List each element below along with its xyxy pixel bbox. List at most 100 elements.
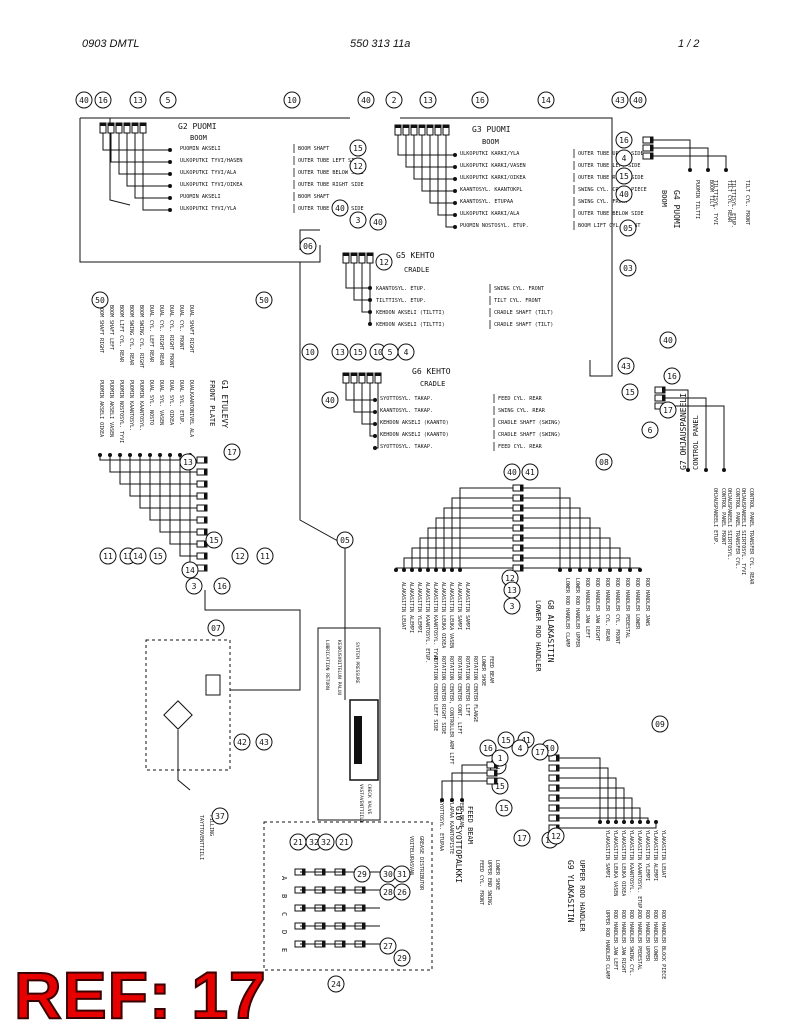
- g4-balloon: [615, 131, 633, 149]
- center-note: VASTAVENTTIILI: [358, 784, 364, 823]
- g8-part-fi: ALAKASITIN ALEMPI: [408, 582, 414, 633]
- nipple-cap: [100, 123, 106, 126]
- grease-nipple: [426, 124, 434, 136]
- cylinder-frame: [317, 627, 381, 821]
- g5-subtitle: CRADLE: [404, 266, 429, 274]
- part-name-en: OUTER TUBE BELOW SIDE: [298, 170, 364, 176]
- g2-balloon: [129, 91, 147, 109]
- grease-nipple: [196, 456, 208, 464]
- g8-part-en: ROD HANDLER PEDESTAL: [624, 578, 630, 638]
- callout-number: 21: [293, 838, 303, 847]
- part-name-en: OUTER TUBE LEFT SIDE: [298, 158, 360, 164]
- g3-balloon: [385, 91, 403, 109]
- grease-nipple: [486, 777, 498, 785]
- g1-subtitle: FRONT PLATE: [208, 380, 216, 426]
- grease-point: [138, 453, 142, 457]
- g2-branch: [110, 133, 170, 163]
- g5-branch: [353, 263, 370, 301]
- terminal-balloon: [317, 833, 335, 851]
- ref-label: REF: 17: [13, 958, 267, 1032]
- g1-balloon: [205, 531, 223, 549]
- g2-balloon: [75, 91, 93, 109]
- grease-nipple: [548, 804, 560, 812]
- grease-point: [168, 160, 172, 164]
- g10-balloon: [511, 739, 529, 757]
- callout-number: 16: [667, 372, 677, 381]
- g1-balloon: [99, 547, 117, 565]
- nipple-cap: [367, 253, 373, 256]
- g3-branch: [445, 135, 455, 228]
- callout-number: 40: [361, 96, 371, 105]
- g5-branch: [361, 263, 370, 313]
- pipe-main: [79, 118, 321, 263]
- nipple-cap: [395, 125, 401, 128]
- g10-balloon: [495, 799, 513, 817]
- grease-point: [614, 820, 618, 824]
- callout-number: 4: [518, 744, 523, 753]
- nipple-cap: [204, 553, 207, 559]
- grease-point: [148, 453, 152, 457]
- callout-number: 11: [103, 552, 113, 561]
- g8-left: [419, 537, 513, 570]
- callout-number: 14: [133, 552, 143, 561]
- nipple-cap: [520, 555, 523, 561]
- g2-branch: [102, 133, 170, 151]
- pump-label-en: FILLING: [208, 815, 214, 836]
- callout-number: 37: [215, 812, 225, 821]
- part-name-fi: SYOTTOSYL. TAKAP.: [380, 444, 433, 450]
- pump-label-fi: TAYTTOVENTTIILI: [198, 815, 204, 860]
- part-name-en: SWING CYL. FRONT: [578, 199, 628, 205]
- callout-number: 29: [397, 954, 407, 963]
- grease-nipple: [512, 504, 524, 512]
- nipple-cap: [359, 253, 365, 256]
- g8-part-fi: ALAKASITIN YLEMPI: [416, 582, 422, 633]
- g2-balloon: [94, 91, 112, 109]
- g7-balloon: [617, 357, 635, 375]
- g9-part-en: ROD HANDLER PEDESTAL: [636, 910, 642, 970]
- g6-branch: [369, 383, 375, 437]
- g3-branch: [397, 135, 455, 156]
- callout-number: 41: [521, 736, 531, 745]
- callout-number: 42: [237, 738, 247, 747]
- grease-nipple: [512, 534, 524, 542]
- grease-nipple: [139, 122, 147, 134]
- callout-number: 40: [633, 96, 643, 105]
- grease-point: [108, 453, 112, 457]
- part-name-en: OUTER TUBE UPPER SIDE: [298, 206, 364, 212]
- callout-number: 16: [483, 744, 493, 753]
- grease-nipple: [654, 386, 666, 394]
- g9-part-en: ROD HANDLER JAW RIGHT: [620, 910, 626, 973]
- nipple-cap: [520, 485, 523, 491]
- nipple-cap: [204, 481, 207, 487]
- callout-number: 17: [227, 448, 237, 457]
- callout-number: 40: [507, 468, 517, 477]
- g8-balloon: [503, 597, 521, 615]
- g6-balloon: [331, 343, 349, 361]
- callout-number: 5: [166, 96, 171, 105]
- grease-point: [578, 568, 582, 572]
- g4-balloon: [615, 167, 633, 185]
- part-name-en: FEED CYL. REAR: [498, 444, 543, 450]
- g9-part-fi: YLAKASITIN KAANTOSYL.: [628, 830, 634, 893]
- g2-balloon: [159, 91, 177, 109]
- pipe-g1-down: [204, 590, 301, 691]
- g1-balloon: [255, 291, 273, 309]
- grease-point: [453, 177, 457, 181]
- pipe-right: [589, 268, 613, 377]
- g10-title: G10 SYOTTOPALKKI: [454, 806, 463, 883]
- callout-number: 12: [353, 162, 363, 171]
- g7-branch: [665, 397, 707, 470]
- callout-number: 05: [623, 224, 633, 233]
- callout-number: 13: [133, 96, 143, 105]
- grease-point: [410, 568, 414, 572]
- g2-title: G2 PUOMI: [178, 122, 217, 131]
- grease-nipple: [342, 372, 350, 384]
- callout-number: 16: [98, 96, 108, 105]
- nipple-cap: [367, 373, 373, 376]
- g10-balloon: [491, 749, 509, 767]
- part-name-fi: ULKOPUTKI TYVI/OIKEA: [180, 182, 243, 188]
- nipple-cap: [351, 373, 357, 376]
- part-name-en: TILT CYL. REAR: [726, 180, 732, 223]
- nipple-cap: [556, 765, 559, 771]
